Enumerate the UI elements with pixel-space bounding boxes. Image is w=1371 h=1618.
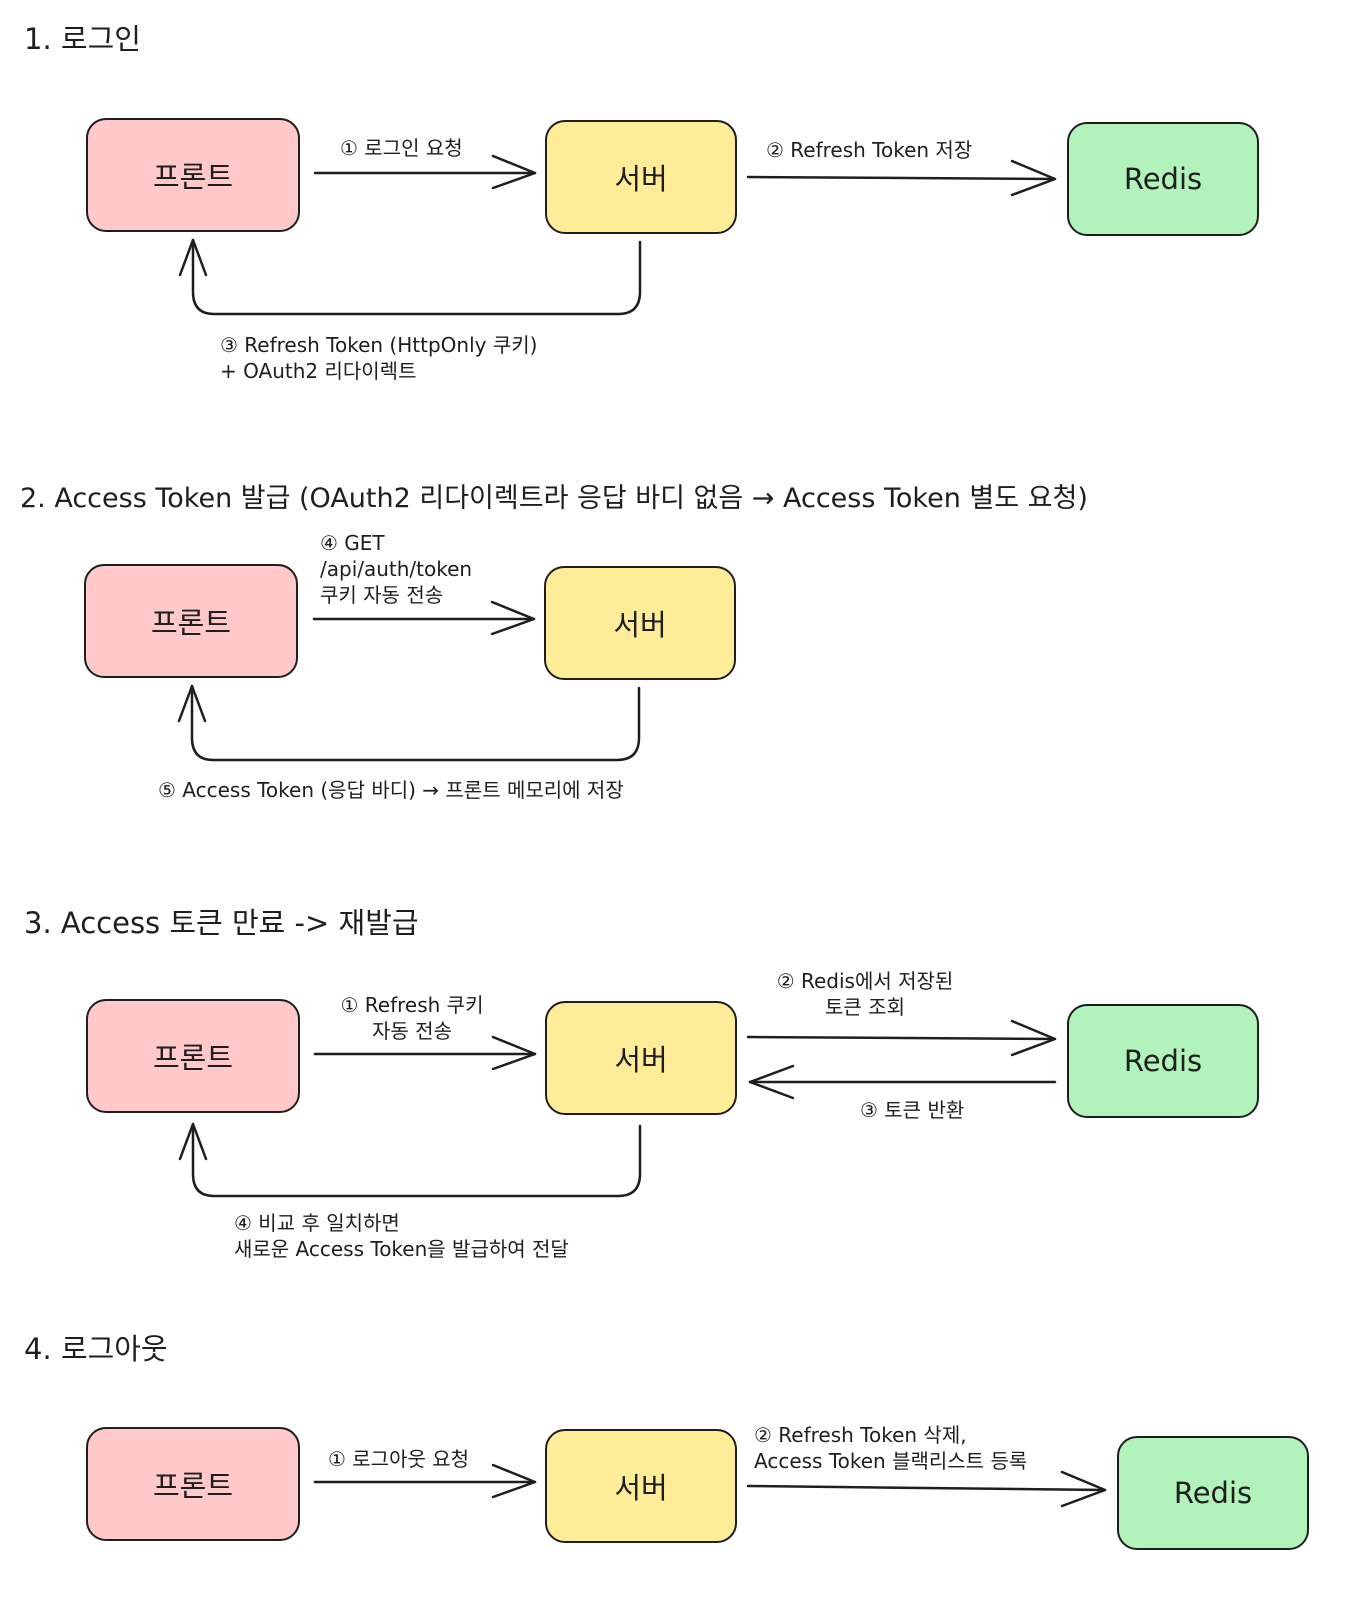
s3-arrow-new-access-token bbox=[178, 1122, 642, 1198]
s1-node-redis: Redis bbox=[1067, 122, 1259, 236]
s4-node-server: 서버 bbox=[545, 1429, 737, 1543]
s4-node-redis: Redis bbox=[1117, 1436, 1309, 1550]
s3-label-token-return: ③ 토큰 반환 bbox=[860, 1098, 965, 1122]
s2-arrow-get-token bbox=[312, 600, 536, 636]
s1-node-server: 서버 bbox=[545, 120, 737, 234]
s4-arrow-token-delete bbox=[746, 1470, 1107, 1508]
s3-node-server: 서버 bbox=[545, 1001, 737, 1115]
s1-node-front: 프론트 bbox=[86, 118, 300, 232]
s3-label-redis-lookup: ② Redis에서 저장된 토큰 조회 bbox=[776, 969, 954, 1019]
s1-label-login-request: ① 로그인 요청 bbox=[340, 136, 463, 160]
s1-arrow-redirect-back bbox=[178, 238, 642, 316]
s2-node-server: 서버 bbox=[544, 566, 736, 680]
s4-label-logout-request: ① 로그아웃 요청 bbox=[328, 1447, 470, 1471]
section-4-title: 4. 로그아웃 bbox=[24, 1332, 168, 1366]
s1-label-refresh-store: ② Refresh Token 저장 bbox=[766, 138, 973, 162]
s1-label-redirect: ③ Refresh Token (HttpOnly 쿠키) + OAuth2 리… bbox=[220, 333, 538, 383]
s2-label-access-token: ⑤ Access Token (응답 바디) → 프론트 메모리에 저장 bbox=[158, 778, 624, 802]
s3-label-new-access-token: ④ 비교 후 일치하면 새로운 Access Token을 발급하여 전달 bbox=[234, 1211, 569, 1261]
s4-label-token-delete: ② Refresh Token 삭제, Access Token 블랙리스트 등… bbox=[754, 1423, 1028, 1473]
s1-arrow-refresh-store bbox=[746, 159, 1057, 197]
section-3-title: 3. Access 토큰 만료 -> 재발급 bbox=[24, 906, 419, 940]
s2-label-get-token: ④ GET /api/auth/token 쿠키 자동 전송 bbox=[320, 531, 473, 607]
s4-arrow-logout-request bbox=[313, 1463, 537, 1499]
s3-node-front: 프론트 bbox=[86, 999, 300, 1113]
s3-arrow-redis-lookup bbox=[746, 1019, 1057, 1057]
s3-arrow-refresh-cookie bbox=[313, 1035, 537, 1071]
section-1-title: 1. 로그인 bbox=[24, 22, 141, 56]
s4-node-front: 프론트 bbox=[86, 1427, 300, 1541]
s3-label-refresh-cookie: ① Refresh 쿠키 자동 전송 bbox=[340, 993, 484, 1043]
s2-node-front: 프론트 bbox=[84, 564, 298, 678]
s1-arrow-login-request bbox=[313, 154, 537, 190]
s3-node-redis: Redis bbox=[1067, 1004, 1259, 1118]
s2-arrow-access-token-back bbox=[177, 684, 641, 762]
s3-arrow-token-return bbox=[748, 1064, 1057, 1100]
section-2-title: 2. Access Token 발급 (OAuth2 리다이렉트라 응답 바디 … bbox=[20, 483, 1088, 514]
